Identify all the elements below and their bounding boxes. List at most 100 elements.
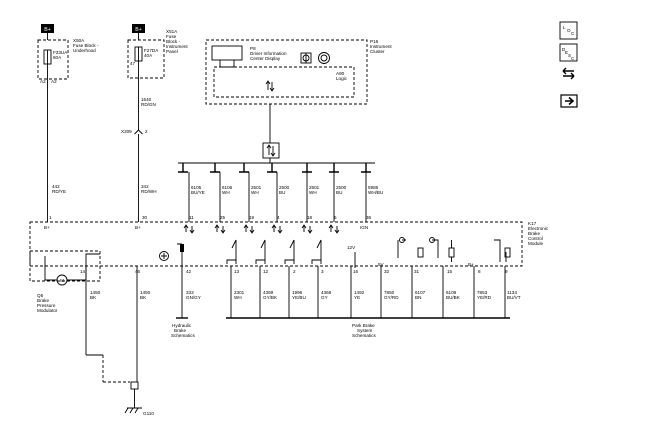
pin-label: 3 [321,269,324,274]
wire-circuit-label: 442 [52,184,60,189]
resistor-icon [417,247,424,258]
instrument-cluster-outline [205,39,368,105]
serial-data-link [178,104,375,164]
fuse-block-id: X50A [73,38,85,43]
battery-badge [41,24,54,33]
pin-label: 4 [277,215,280,220]
ground-id: G110 [143,411,154,416]
terminal-label: IGN [360,225,368,230]
wire-circuit-label: 1450 [140,290,151,295]
wire-color-label: GN/GY [186,295,201,300]
reference-label: Schematics [171,333,195,338]
pin-label: 25 [220,215,226,220]
pin-label: 1 [49,215,52,220]
wire-circuit-label: 5986 [368,185,379,190]
fuse-block-desc: Underhood [73,48,96,53]
wire-circuit-label: 6108 [446,290,457,295]
pin-label: 32 [384,269,390,274]
wire-color-label: BU/YE [191,190,205,195]
pin-label: A2 [51,79,57,84]
splice-connector-icon [134,129,143,135]
svg-text:S: S [568,53,571,58]
wire-color-label: BK [90,295,97,300]
wire-color-label: RD/YE [52,189,66,194]
terminal-label: B+ [468,262,474,267]
switch-icon [226,239,237,264]
wire-color-label: GY/RD [384,295,399,300]
switch-icon [311,239,322,264]
wire-color-label: BK [140,295,147,300]
wire-circuit-label: 6107 [415,290,426,295]
connector-icon[interactable] [562,67,575,80]
module-name: Module [528,241,544,246]
wire-color-label: BU/VT [507,295,521,300]
wire-color-label: GY [321,295,328,300]
wire-circuit-label: 1996 [292,290,303,295]
pin-label: 30 [142,215,148,220]
pin-label: 2 [145,129,148,134]
pin-label: 18 [307,215,313,220]
pin-label: 36 [366,215,372,220]
fuse-block-desc: Instrument [166,44,188,49]
component-name: Brake [37,298,49,303]
pin-label: 16 [353,269,359,274]
ground-icon [124,407,142,414]
pin-label: 12 [263,269,269,274]
resistor-icon [448,247,455,258]
pin-label: 2 [293,269,296,274]
data-arrows-icon [183,224,195,234]
component-name: Modulator [37,308,58,313]
next-page-icon[interactable] [560,94,578,108]
fuse-block-desc: Fuse Block - [73,43,99,48]
pin-label: 14 [80,269,86,274]
fuse-block-x51a-outline [127,39,165,79]
pressure-sensor-icon [159,251,169,261]
logic-id: A90 [336,71,345,76]
wire-circuit-label: 6106 [222,185,233,190]
wire-circuit-label: 1450 [90,290,101,295]
wire-circuit-label: 1492 [354,290,365,295]
wire-circuit-label: 7853 [477,290,488,295]
brake-warning-icon [318,52,330,64]
battery-badge-label: B+ [44,27,51,33]
wire-circuit-label: 2501 [309,185,320,190]
location-icon[interactable]: L O C [559,21,578,40]
reference-label: Schematics [352,333,376,338]
wire-circuit-label: 2500 [336,185,347,190]
pin-label: 5 [334,215,337,220]
fuse-rating: 60A [53,55,62,60]
wire-color-label: WH [234,295,242,300]
svg-text:D: D [562,47,566,52]
pin-label: A2 [40,79,46,84]
component-name: Pressure [37,303,56,308]
component-id: Q5 [37,293,44,298]
wire-color-label: BN [415,295,421,300]
module-name: Brake [528,231,540,236]
resistor-icon [504,247,511,258]
pin-label: 46 [135,269,141,274]
fuse-block-underhood: B+ F33UA 60A X50A Fuse Block - Underhood… [37,24,99,84]
pin-label: 9 [505,269,508,274]
pin-label: 15 [447,269,453,274]
wire-color-label: YE/BU [292,295,306,300]
cluster-title: Instrument [370,44,392,49]
dic-label: Driver Information [250,51,287,56]
wire-circuit-label: 342 [141,184,149,189]
dic-display-box [211,45,243,61]
data-arrows-icon [328,224,340,234]
wire-color-label: WH [309,190,317,195]
wire-color-label: WH [251,190,259,195]
description-icon[interactable]: D E S C [559,43,578,62]
side-toolbar: L O C D E S C [559,21,578,108]
bidirectional-data-icon [262,142,280,159]
wire-color-label: BU/BK [446,295,461,300]
fuse-rating: 40A [144,53,153,58]
dic-label: Center Display [250,56,281,61]
pin-label: 42 [186,269,192,274]
data-arrows-icon [271,224,283,234]
fuse-block-desc: Block - [166,39,181,44]
pin-label: 11 [189,215,194,220]
wire-circuit-label: 7850 [384,290,395,295]
power-switch-icon [397,239,406,258]
